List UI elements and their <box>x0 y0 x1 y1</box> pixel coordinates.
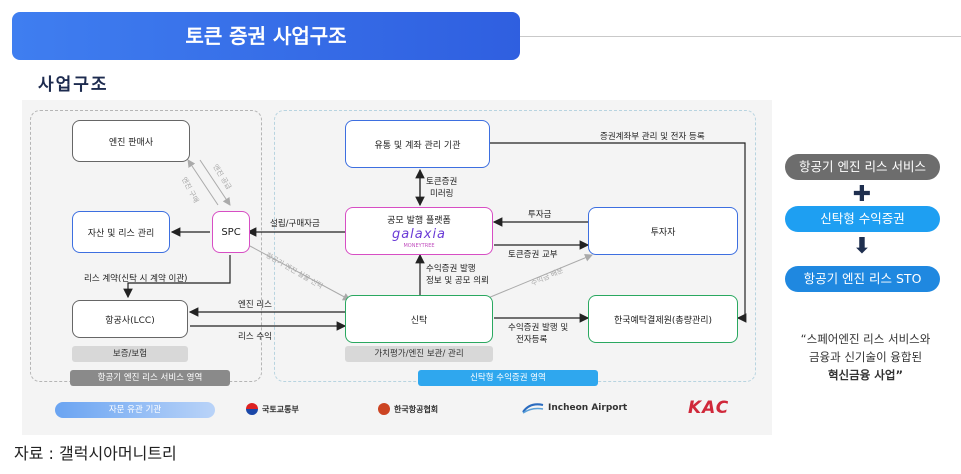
plus-icon: ✚ <box>852 182 872 207</box>
logo-kaa: 한국항공협회 <box>378 403 438 415</box>
node-engine-seller: 엔진 판매사 <box>72 120 190 162</box>
logo-molit: 국토교통부 <box>246 403 299 415</box>
source-caption: 자료 : 갤럭시아머니트리 <box>14 444 177 463</box>
edge-real-trust <box>249 245 351 301</box>
logo-incheon-airport: Incheon Airport <box>522 402 627 414</box>
label-lease-income: 리스 수익 <box>238 332 272 342</box>
label-engine-lease: 엔진 리스 <box>238 300 272 310</box>
arrow-down-icon: ⬇ <box>852 234 872 259</box>
galaxia-logo: galaxia <box>391 227 447 242</box>
quote-line-2: 금융과 신기술이 융합된 <box>808 350 923 364</box>
step-trust-securities: 신탁형 수익증권 <box>785 206 940 232</box>
edge-engine-supply <box>199 159 231 206</box>
title-banner: 토큰 증권 사업구조 <box>12 12 520 60</box>
label-account-registration: 증권계좌부 관리 및 전자 등록 <box>600 132 705 142</box>
galaxia-logo-sub: MONEYTREE <box>403 243 435 249</box>
label-investment: 투자금 <box>528 210 552 220</box>
page-title: 토큰 증권 사업구조 <box>185 24 347 48</box>
node-ksd: 한국예탁결제원(총량관리) <box>588 295 738 343</box>
label-establish-fund: 설립/구매자금 <box>270 219 320 229</box>
node-asset-lease: 자산 및 리스 관리 <box>72 211 170 253</box>
advisory-label: 자문 유관 기관 <box>55 402 215 418</box>
label-token-mirroring-1: 토큰증권 <box>426 177 458 187</box>
step-engine-lease-service: 항공기 엔진 리스 서비스 <box>785 154 940 180</box>
label-issue-registration-1: 수익증권 발행 및 <box>508 323 569 333</box>
node-spc: SPC <box>212 211 250 253</box>
logo-incheon-text: Incheon Airport <box>548 403 628 413</box>
taegeuk-icon <box>246 403 258 415</box>
edge-dividend <box>487 253 593 299</box>
section-title: 사업구조 <box>38 75 109 95</box>
quote-line-1: “스페어엔진 리스 서비스와 <box>800 332 931 346</box>
zone-right-label: 신탁형 수익증권 영역 <box>418 370 598 386</box>
label-token-delivery: 토큰증권 교부 <box>508 250 558 260</box>
label-issue-request-2: 정보 및 공모 의뢰 <box>426 276 489 286</box>
step-engine-lease-sto: 항공기 엔진 리스 STO <box>785 266 940 292</box>
node-investor: 투자자 <box>588 207 738 255</box>
logo-kaa-text: 한국항공협회 <box>394 404 439 414</box>
label-lease-contract: 리스 계약(신탁 시 계약 이관) <box>84 274 188 284</box>
zone-left-label: 항공기 엔진 리스 서비스 영역 <box>70 370 230 386</box>
incheon-wave-icon <box>522 403 544 414</box>
node-distribution: 유통 및 계좌 관리 기관 <box>345 120 490 168</box>
label-issue-registration-2: 전자등록 <box>516 335 548 345</box>
platform-label: 공모 발행 플랫폼 <box>387 216 451 226</box>
logo-kac: KAC <box>688 398 730 418</box>
header-divider <box>520 36 961 37</box>
airline-tag: 보증/보험 <box>72 346 188 362</box>
edge-account-registration <box>490 142 747 323</box>
node-trust: 신탁 <box>345 295 493 343</box>
edge-lease-contract <box>123 255 231 299</box>
edge-engine-buy <box>187 159 219 206</box>
summary-quote: “스페어엔진 리스 서비스와 금융과 신기술이 융합된 혁신금융 사업” <box>778 330 953 384</box>
node-platform: 공모 발행 플랫폼 galaxia MONEYTREE <box>345 207 493 255</box>
trust-tag: 가치평가/엔진 보관/ 관리 <box>345 346 493 362</box>
kaa-emblem-icon <box>378 403 390 415</box>
logo-molit-text: 국토교통부 <box>262 404 299 414</box>
node-airline: 항공사(LCC) <box>72 300 188 338</box>
label-issue-request-1: 수익증권 발행 <box>426 264 476 274</box>
quote-line-3: 혁신금융 사업” <box>827 368 904 382</box>
label-token-mirroring-2: 미러링 <box>430 189 454 199</box>
